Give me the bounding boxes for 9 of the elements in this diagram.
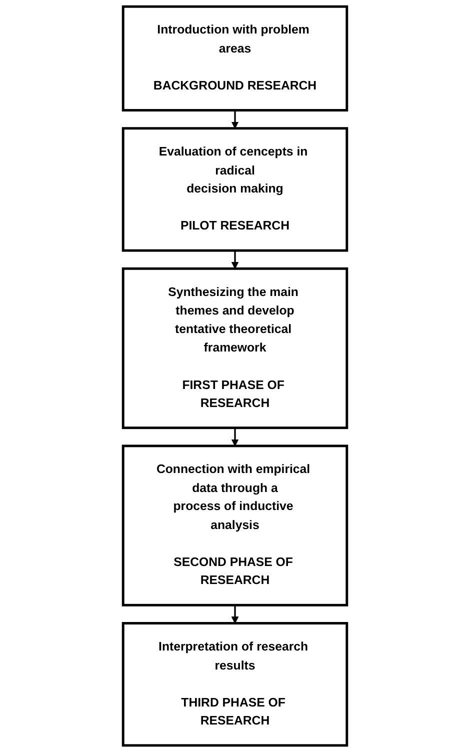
arrow: [231, 428, 239, 446]
node-box: [122, 444, 348, 606]
node-box: [122, 267, 348, 430]
node-box: [122, 622, 348, 747]
arrow: [231, 605, 239, 624]
arrow: [231, 250, 239, 269]
arrow: [231, 110, 239, 129]
node-box: [122, 127, 348, 252]
node-box: [122, 5, 348, 112]
